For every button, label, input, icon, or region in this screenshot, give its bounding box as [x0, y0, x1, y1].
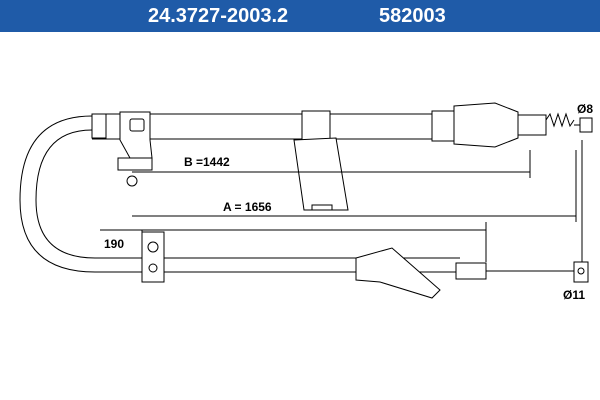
- fitting-left-top: [91, 113, 107, 139]
- title-bar: 24.3727-2003.2 582003: [0, 0, 600, 32]
- bracket-bottom-left: [141, 231, 165, 283]
- spring-top: [545, 112, 575, 128]
- ferrule-top: [431, 110, 455, 142]
- reference-code: 582003: [379, 5, 446, 27]
- dim-offset-label: 190: [104, 237, 124, 251]
- adjuster-top: [453, 102, 519, 148]
- dim-a-label: A = 1656: [223, 200, 272, 214]
- cable-outer-loop: [19, 115, 460, 273]
- ferrule-bottom: [455, 262, 487, 280]
- part-number: 24.3727-2003.2: [148, 5, 289, 27]
- cable-inner-loop: [35, 129, 355, 259]
- cable-drawing: B =1442 A = 1656 190 Ø8 Ø11: [19, 102, 593, 302]
- dim-b-label: B =1442: [184, 155, 230, 169]
- bracket-top-mid-arm: [293, 137, 349, 211]
- diameter-bottom-label: Ø11: [563, 288, 585, 302]
- bracket-top-mid: [301, 110, 331, 142]
- end-nipple-top: [579, 117, 593, 133]
- grommet-bottom: [355, 247, 441, 299]
- diameter-top-label: Ø8: [577, 102, 593, 116]
